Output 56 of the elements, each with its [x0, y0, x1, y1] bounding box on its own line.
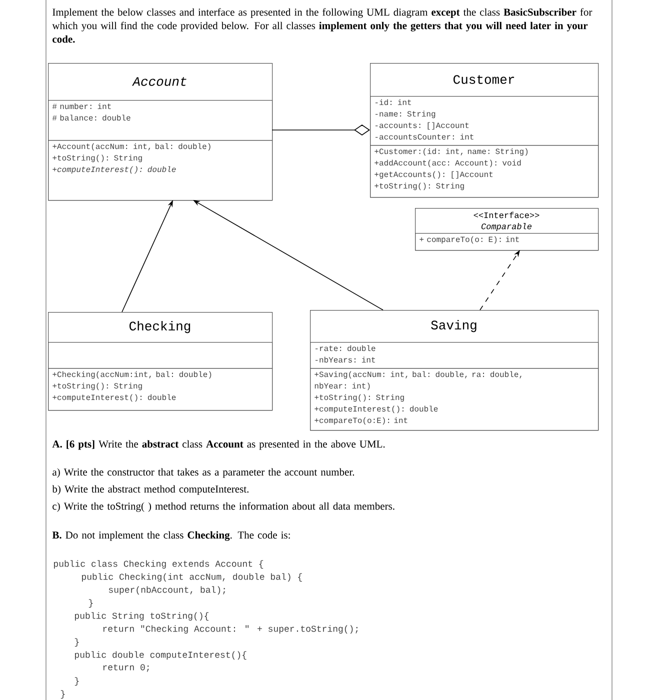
member-text: +computeInterest(): double [52, 394, 176, 402]
compartment-box [370, 96, 599, 146]
class-name: Customer [454, 75, 514, 84]
member-text: +computeInterest(): double [52, 166, 176, 174]
class-name: Comparable [481, 223, 532, 231]
class-name: <<Interface>> [474, 212, 540, 218]
code-line: public String toString(){ [74, 612, 208, 621]
compartment-box [48, 140, 273, 201]
member-text: +Saving(accNum: int, bal: double, ra: double, nbYear: int) [314, 371, 522, 390]
instruction-text: A. [6 pts] Write the abstract class Account as presented in the above UML. [52, 440, 385, 450]
code-line: super(nbAccount, bal); [108, 586, 226, 595]
code-line: return 0; [103, 664, 149, 672]
code-line: public double computeInterest(){ [74, 651, 246, 660]
member-text: +toString(): String [52, 154, 142, 162]
member-text: -id: int [376, 99, 411, 106]
member-text: # balance: double [52, 114, 130, 121]
compartment-box [48, 100, 273, 141]
instruction-text: c) Write the toString( ) method returns the information about all data members. [52, 502, 394, 512]
member-text: +Checking(accNum:int, bal: double) [52, 371, 212, 379]
member-text: -accountsCounter: int [376, 134, 474, 140]
member-text: # number: int [52, 103, 111, 110]
code-line: public Checking(int accNum, double bal) { [82, 573, 302, 582]
member-text: -name: String [376, 110, 436, 118]
class-name: Saving [431, 320, 476, 332]
member-text: +getAccounts(): []Account [374, 171, 493, 179]
class-name: Account [132, 77, 186, 86]
compartment-box [310, 342, 599, 369]
code-line: } [88, 599, 93, 608]
code-line: public class Checking extends Account { [54, 560, 264, 569]
code-line: return "Checking Account: " + super.toString(); [103, 625, 358, 634]
member-text: +compareTo(o:E): int [314, 417, 408, 425]
compartment-box [370, 145, 599, 198]
instruction-text: B. Do not implement the class Checking. The code is: [52, 531, 290, 541]
member-text: +Account(accNum: int, bal: double) [52, 143, 210, 151]
code-line: } [60, 690, 65, 699]
member-text: +toString(): String [374, 182, 464, 190]
instruction-text: b) Write the abstract method computeInterest. [52, 485, 248, 495]
member-text: +computeInterest(): double [314, 406, 438, 414]
member-text: -accounts: []Account [376, 122, 469, 130]
member-text: + compareTo(o: E): int [420, 236, 519, 244]
member-text: +toString(): String [52, 382, 142, 390]
member-text: +addAccount(acc: Account): void [374, 160, 521, 168]
member-text: -nbYears: int [316, 356, 375, 363]
member-text: -rate: double [316, 345, 376, 352]
code-line: } [74, 638, 79, 647]
code-line: } [74, 677, 79, 686]
member-text: +toString(): String [314, 394, 404, 402]
class-name: Checking [130, 320, 190, 334]
instruction-text: a) Write the constructor that takes as a parameter the account number. [52, 468, 354, 478]
compartment-box [48, 368, 273, 411]
instruction-text: Implement the below classes and interface as presented in the following UML diagram except the class BasicSubscriber for which you will find the code provided below. For all classes implement only the getters that you will need later in your code. [52, 8, 592, 43]
compartment-box [48, 342, 273, 369]
compartment-box [310, 368, 599, 431]
compartment-box [415, 233, 599, 251]
member-text: +Customer:(id: int, name: String) [374, 148, 528, 156]
arrow [272, 124, 370, 136]
